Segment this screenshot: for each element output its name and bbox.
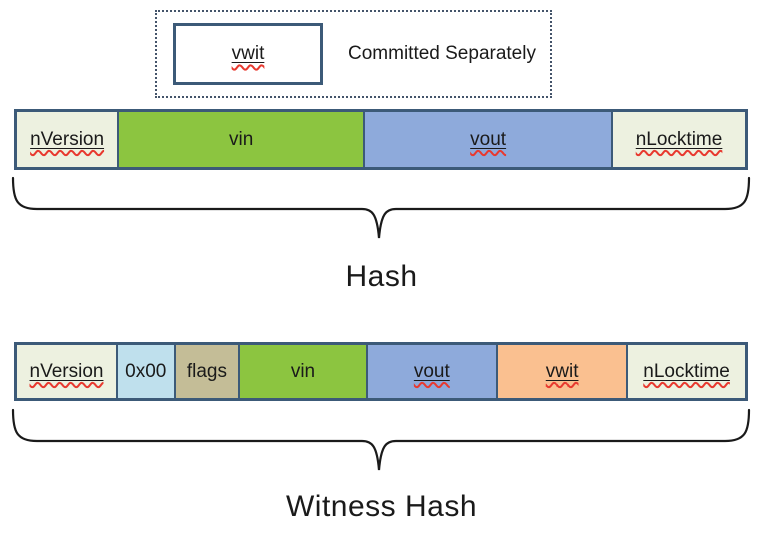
field-label: vin	[290, 360, 316, 382]
field-label: nLocktime	[643, 360, 730, 382]
tx-row-witness-hash: nVersion 0x00 flags vin vout vwit nLocktime	[14, 342, 748, 401]
field-label: nVersion	[30, 128, 105, 150]
field-cell-vin: vin	[117, 112, 364, 167]
witness-hash-brace	[11, 408, 751, 471]
field-label: 0x00	[125, 360, 167, 382]
field-label: vin	[229, 128, 254, 150]
field-cell-vwit: vwit	[495, 345, 627, 398]
field-label: vout	[413, 360, 450, 382]
legend-vwit-box: vwit	[173, 23, 323, 85]
field-label: nLocktime	[635, 128, 723, 150]
field-cell-0x00: 0x00	[116, 345, 174, 398]
legend-vwit-label: vwit	[231, 43, 265, 64]
field-cell-vout: vout	[365, 345, 496, 398]
field-cell-vin: vin	[238, 345, 366, 398]
legend-caption: Committed Separately	[348, 43, 536, 64]
witness-hash-label: Witness Hash	[285, 490, 478, 523]
field-label: nVersion	[29, 360, 104, 382]
field-cell-flags: flags	[173, 345, 239, 398]
field-cell-nversion: nVersion	[17, 112, 118, 167]
hash-label: Hash	[345, 260, 418, 293]
field-cell-nlocktime: nLocktime	[626, 345, 745, 398]
field-cell-vout: vout	[363, 112, 612, 167]
tx-row-hash: nVersion vin vout nLocktime	[14, 109, 748, 170]
hash-brace	[11, 176, 751, 239]
field-label: vout	[470, 128, 507, 150]
field-cell-nversion: nVersion	[17, 345, 116, 398]
field-label: vwit	[545, 360, 579, 382]
legend-committed-separately: vwit Committed Separately	[155, 10, 552, 98]
field-label: flags	[186, 360, 227, 382]
field-cell-nlocktime: nLocktime	[611, 112, 745, 167]
